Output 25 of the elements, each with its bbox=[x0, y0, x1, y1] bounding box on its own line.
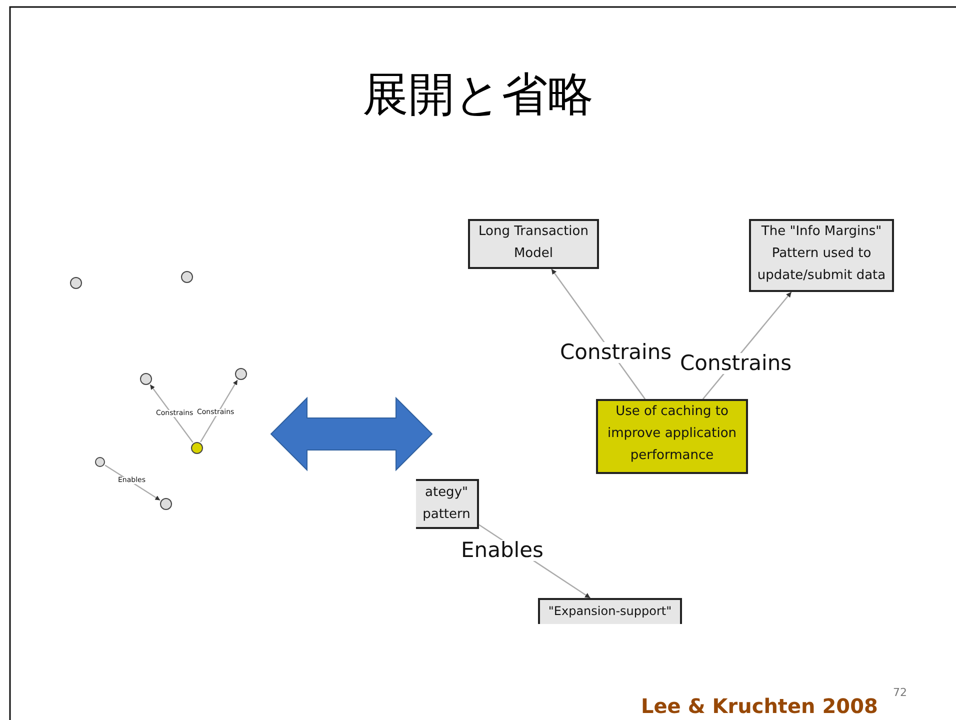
concept-node-circle bbox=[95, 457, 105, 467]
slide-title: 展開と省略 bbox=[362, 66, 594, 122]
concept-node-circle bbox=[191, 442, 203, 454]
arrow bbox=[200, 380, 238, 442]
box-text: "Expansion-support" bbox=[548, 603, 672, 620]
box-text: Use of caching to improve application performance bbox=[606, 403, 738, 465]
edge-label: Constrains bbox=[680, 353, 792, 374]
box-text: The "Info Margins" Pattern used to update/submit data bbox=[756, 223, 887, 285]
edge-label: Constrains bbox=[560, 342, 672, 363]
concept-box bbox=[468, 219, 599, 269]
citation-text: Lee & Kruchten 2008 bbox=[641, 694, 878, 718]
concept-node-circle bbox=[140, 373, 152, 385]
arrow bbox=[150, 384, 194, 443]
concept-node-circle bbox=[181, 271, 193, 283]
concept-node-circle bbox=[235, 368, 247, 380]
edge-label: Enables bbox=[461, 540, 544, 561]
page-number: 72 bbox=[893, 686, 907, 699]
concept-box bbox=[538, 598, 682, 624]
box-text: ategy" pattern bbox=[422, 484, 472, 524]
concept-node-circle bbox=[160, 498, 172, 510]
concept-box bbox=[416, 479, 479, 529]
concept-node-circle bbox=[70, 277, 82, 289]
concept-box bbox=[596, 399, 748, 474]
box-text: Long Transaction Model bbox=[478, 223, 590, 263]
concept-box bbox=[749, 219, 894, 292]
